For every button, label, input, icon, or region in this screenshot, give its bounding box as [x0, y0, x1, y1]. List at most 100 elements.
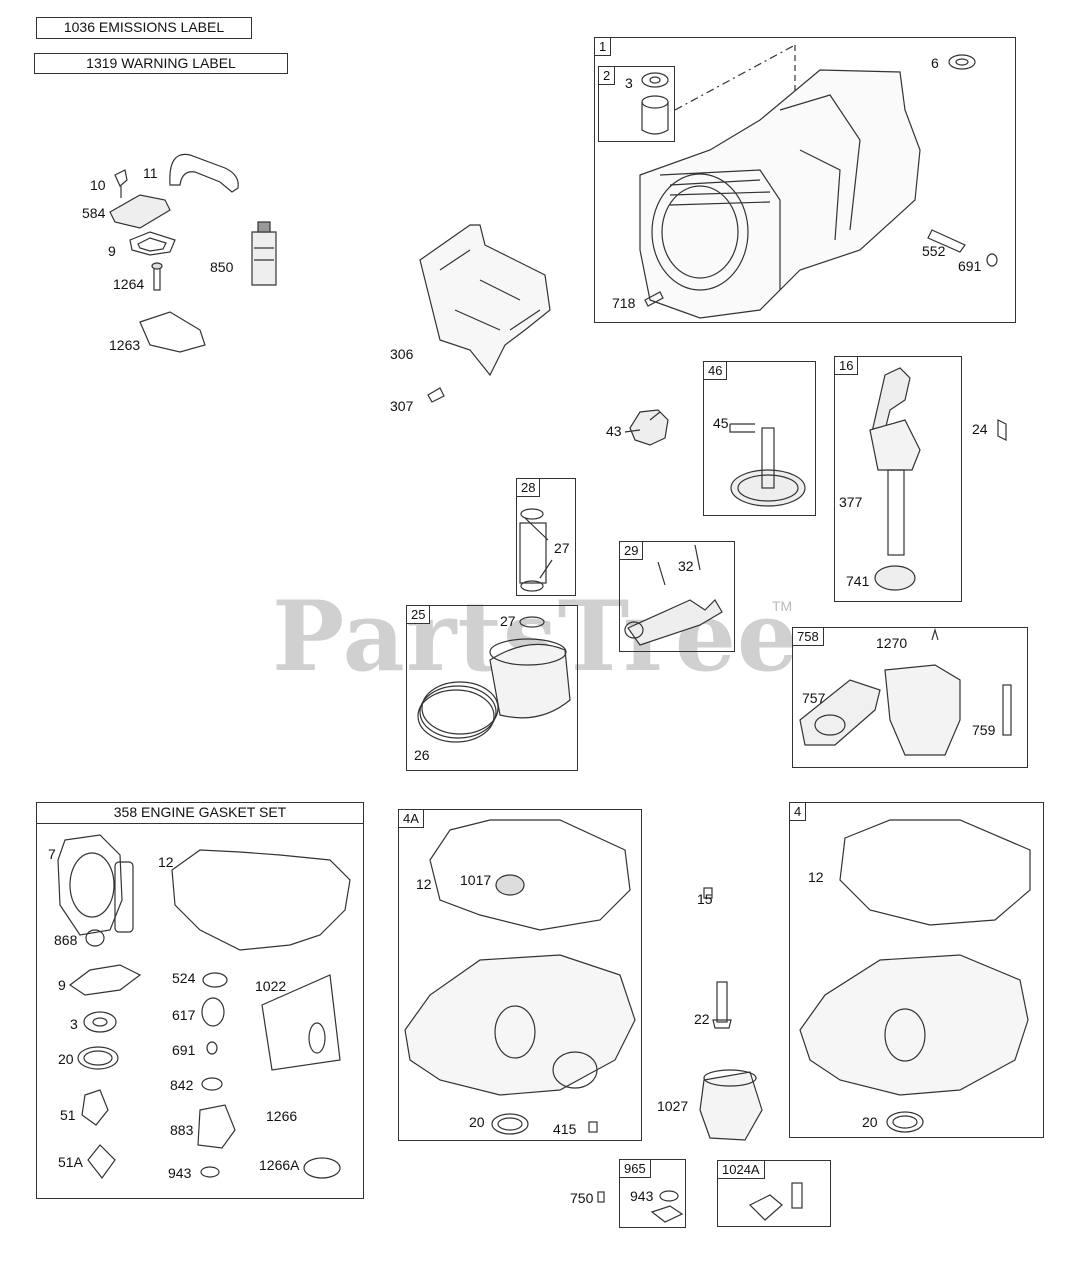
part-1263-label[interactable]: 1263 — [109, 337, 141, 353]
gasket-9-label[interactable]: 9 — [58, 977, 66, 993]
gasket-842-label[interactable]: 842 — [170, 1077, 194, 1093]
cylinder-block-drawing[interactable] — [639, 44, 921, 319]
gasket-524-label[interactable]: 524 — [172, 970, 196, 986]
box-25-tag[interactable]: 25 — [407, 606, 431, 624]
part-6-label[interactable]: 6 — [931, 55, 939, 71]
part-306-label[interactable]: 306 — [390, 346, 414, 362]
part-15-label[interactable]: 15 — [697, 891, 713, 907]
dowel-718-drawing[interactable] — [644, 291, 664, 307]
gasket-51-label[interactable]: 51 — [60, 1107, 76, 1123]
part-552-label[interactable]: 552 — [922, 243, 946, 259]
gasket-1022-label[interactable]: 1022 — [255, 978, 287, 994]
part-10-label[interactable]: 10 — [90, 177, 106, 193]
box-4-tag[interactable]: 4 — [790, 803, 807, 821]
box-758-governor: 758 — [792, 627, 1028, 768]
seal-6-drawing[interactable] — [948, 54, 976, 70]
gasket-943-label[interactable]: 943 — [168, 1165, 192, 1181]
gasket-3-label[interactable]: 3 — [70, 1016, 78, 1032]
sealant-tube-850-drawing[interactable] — [251, 221, 277, 286]
part-27-piston-label[interactable]: 27 — [500, 613, 516, 629]
part-691-label[interactable]: 691 — [958, 258, 982, 274]
warning-label-header[interactable]: 1319 WARNING LABEL — [34, 53, 288, 74]
box-358-gasket-set: 358 ENGINE GASKET SET — [36, 802, 364, 1199]
gasket-set-drawings[interactable] — [57, 834, 351, 1180]
part-9-label[interactable]: 9 — [108, 243, 116, 259]
crankshaft-16-drawing[interactable] — [869, 367, 1007, 591]
part-11-label[interactable]: 11 — [143, 165, 158, 181]
piston-25-drawing[interactable] — [417, 616, 571, 743]
box-1024A-drain: 1024A — [717, 1160, 831, 1227]
part-1264-label[interactable]: 1264 — [113, 276, 145, 292]
air-guide-306-drawing[interactable] — [419, 224, 551, 403]
sump-4A-12-label[interactable]: 12 — [416, 876, 432, 892]
part-741-label[interactable]: 741 — [846, 573, 870, 589]
box-965-oil-fill: 965 — [619, 1159, 686, 1228]
gasket-20-label[interactable]: 20 — [58, 1051, 74, 1067]
part-759-label[interactable]: 759 — [972, 722, 996, 738]
emissions-label-header[interactable]: 1036 EMISSIONS LABEL — [36, 17, 252, 39]
part-750-label[interactable]: 750 — [570, 1190, 594, 1206]
box-758-tag[interactable]: 758 — [793, 628, 824, 646]
part-32-label[interactable]: 32 — [678, 558, 694, 574]
gasket-51A-label[interactable]: 51A — [58, 1154, 83, 1170]
part-757-label[interactable]: 757 — [802, 690, 826, 706]
box-4A-sump: 4A — [398, 809, 642, 1141]
part-24-label[interactable]: 24 — [972, 421, 988, 437]
gasket-883-label[interactable]: 883 — [170, 1122, 194, 1138]
sump-4-12-label[interactable]: 12 — [808, 869, 824, 885]
box-2-tag[interactable]: 2 — [599, 67, 616, 85]
box-46-camshaft: 46 — [703, 361, 816, 516]
part-22-label[interactable]: 22 — [694, 1011, 710, 1027]
gasket-set-header[interactable]: 358 ENGINE GASKET SET — [36, 802, 364, 824]
pin-552-drawing[interactable] — [927, 229, 966, 253]
part-45-label[interactable]: 45 — [713, 415, 729, 431]
part-584-label[interactable]: 584 — [82, 205, 106, 221]
loose-parts-drawing[interactable] — [597, 887, 803, 1223]
piston-pin-28-drawing[interactable] — [519, 508, 553, 592]
part-943-oil-label[interactable]: 943 — [630, 1188, 654, 1204]
sump-4-drawing[interactable] — [799, 819, 1031, 1133]
gasket-691-label[interactable]: 691 — [172, 1042, 196, 1058]
box-29-connecting-rod: 29 — [619, 541, 735, 652]
part-1270-label[interactable]: 1270 — [876, 635, 908, 651]
box-16-tag[interactable]: 16 — [835, 357, 859, 375]
box-28-piston-pin: 28 — [516, 478, 576, 596]
box-29-tag[interactable]: 29 — [620, 542, 644, 560]
part-26-label[interactable]: 26 — [414, 747, 430, 763]
breather-parts-drawing[interactable] — [109, 153, 239, 353]
camshaft-46-drawing[interactable] — [729, 423, 806, 507]
box-1024A-tag[interactable]: 1024A — [718, 1161, 765, 1179]
sump-4A-20-label[interactable]: 20 — [469, 1114, 485, 1130]
part-43-label[interactable]: 43 — [606, 423, 622, 439]
part-27-pin-label[interactable]: 27 — [554, 540, 570, 556]
box-1-tag[interactable]: 1 — [595, 38, 612, 56]
part-1027-label[interactable]: 1027 — [657, 1098, 689, 1114]
sump-4A-1017-label[interactable]: 1017 — [460, 872, 492, 888]
box-46-tag[interactable]: 46 — [704, 362, 728, 380]
gasket-1266A-label[interactable]: 1266A — [259, 1157, 300, 1173]
box-1-cylinder: 1 — [594, 37, 1016, 323]
sump-4-20-label[interactable]: 20 — [862, 1114, 878, 1130]
box-965-tag[interactable]: 965 — [620, 1160, 651, 1178]
gasket-7-label[interactable]: 7 — [48, 846, 56, 862]
box-4A-tag[interactable]: 4A — [399, 810, 424, 828]
governor-43-drawing[interactable] — [624, 409, 669, 446]
box-25-piston: 25 — [406, 605, 578, 771]
sump-4A-415-label[interactable]: 415 — [553, 1121, 577, 1137]
connecting-rod-29-drawing[interactable] — [624, 544, 723, 646]
gasket-12-label[interactable]: 12 — [158, 854, 174, 870]
part-377-label[interactable]: 377 — [839, 494, 863, 510]
part-3-label[interactable]: 3 — [625, 75, 633, 91]
part-850-label[interactable]: 850 — [210, 259, 234, 275]
washer-691-drawing[interactable] — [986, 253, 998, 267]
bearing-drawing[interactable] — [641, 72, 669, 135]
gasket-617-label[interactable]: 617 — [172, 1007, 196, 1023]
governor-758-drawing[interactable] — [799, 627, 1012, 756]
gasket-868-label[interactable]: 868 — [54, 932, 78, 948]
gasket-1266-label[interactable]: 1266 — [266, 1108, 298, 1124]
part-307-label[interactable]: 307 — [390, 398, 414, 414]
part-718-label[interactable]: 718 — [612, 295, 636, 311]
sump-4A-drawing[interactable] — [404, 819, 636, 1135]
box-28-tag[interactable]: 28 — [517, 479, 541, 497]
